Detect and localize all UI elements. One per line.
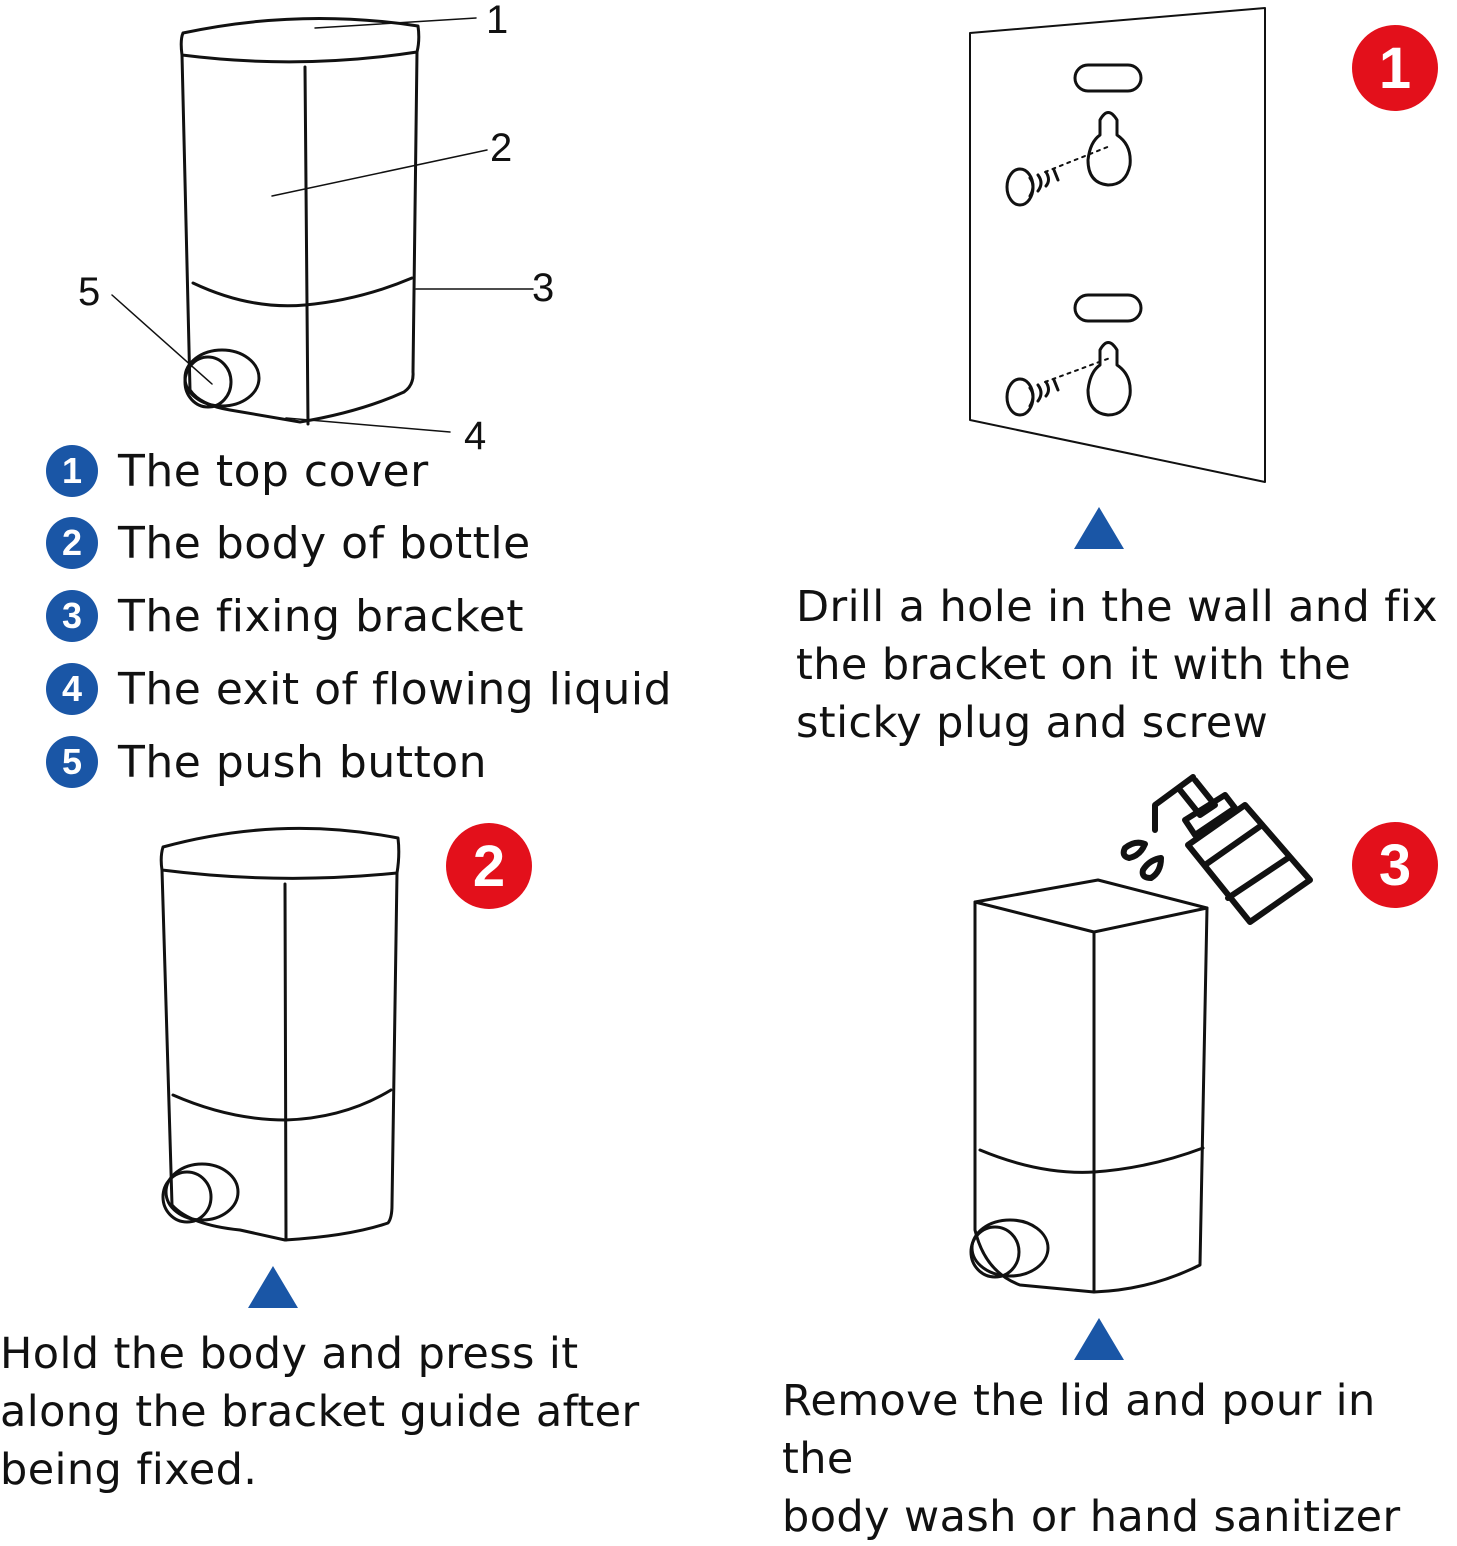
part-number-badge: 3 xyxy=(46,590,98,642)
callout-2: 2 xyxy=(490,126,513,170)
callout-3: 3 xyxy=(532,266,555,310)
wall-bracket-illustration xyxy=(969,7,1266,483)
part-item: 5 The push button xyxy=(46,734,487,790)
part-label: The push button xyxy=(118,736,488,788)
part-label: The body of bottle xyxy=(118,517,531,569)
pump-bottle-icon xyxy=(1120,774,1313,925)
part-item: 1 The top cover xyxy=(46,443,429,499)
callout-1: 1 xyxy=(486,0,509,42)
part-item: 4 The exit of flowing liquid xyxy=(46,661,672,717)
part-item: 3 The fixing bracket xyxy=(46,588,524,644)
part-number-badge: 1 xyxy=(46,445,98,497)
step-2-caption: Hold the body and press it along the bra… xyxy=(0,1329,640,1495)
step-1-badge: 1 xyxy=(1352,25,1438,111)
step-1-caption: Drill a hole in the wall and fix the bra… xyxy=(796,582,1439,748)
part-label: The fixing bracket xyxy=(118,590,525,642)
illustrations xyxy=(111,7,1313,1294)
part-number-badge: 4 xyxy=(46,663,98,715)
callout-4: 4 xyxy=(464,414,487,458)
part-number-badge: 2 xyxy=(46,517,98,569)
up-arrow-icon xyxy=(1074,507,1124,549)
part-label: The top cover xyxy=(118,445,429,497)
up-arrow-icon xyxy=(1074,1318,1124,1360)
dispenser-parts-diagram xyxy=(111,16,534,433)
part-number-badge: 5 xyxy=(46,736,98,788)
part-label: The exit of flowing liquid xyxy=(118,663,673,715)
step-3-badge: 3 xyxy=(1352,822,1438,908)
part-item: 2 The body of bottle xyxy=(46,515,531,571)
callout-5: 5 xyxy=(78,270,101,314)
step-2-badge: 2 xyxy=(446,823,532,909)
dispenser-refill-illustration xyxy=(969,774,1313,1294)
up-arrow-icon xyxy=(248,1266,298,1308)
dispenser-install-illustration xyxy=(159,826,401,1242)
step-3-caption: Remove the lid and pour in the body wash… xyxy=(782,1376,1401,1542)
